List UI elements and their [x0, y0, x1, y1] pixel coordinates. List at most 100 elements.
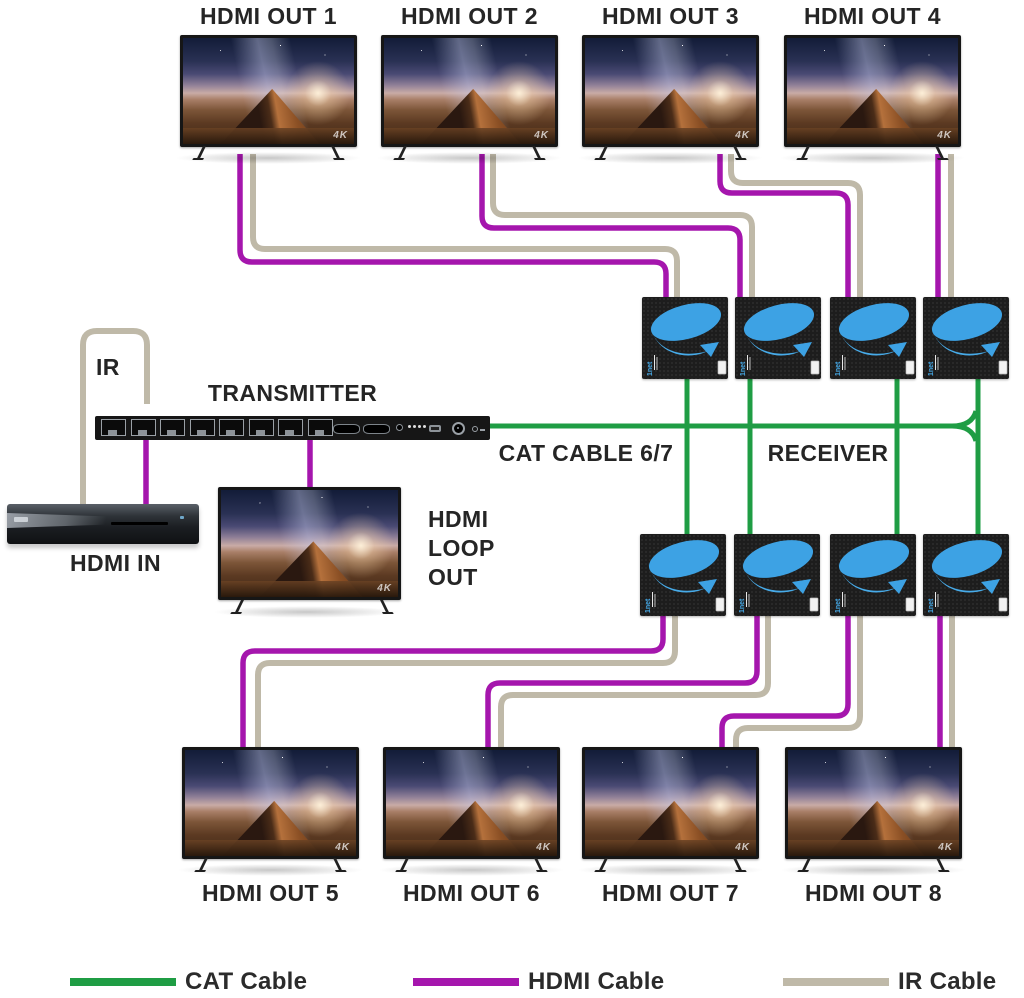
disc-tray	[110, 522, 169, 526]
usb-port	[429, 425, 441, 432]
receiver-badge	[810, 360, 820, 375]
receiver-badge	[905, 597, 915, 612]
mountain-art	[622, 88, 722, 144]
mountain-art	[423, 800, 523, 856]
receiver-artwork: 1net	[647, 303, 727, 376]
receiver-logo: 1net	[740, 361, 747, 376]
tv-screen: 4K	[386, 750, 557, 856]
legend-item-cat: CAT Cable	[70, 968, 307, 996]
hdmi-loop-out-label: HDMI LOOP OUT	[428, 506, 495, 590]
hdmi-cable-tv7	[717, 615, 853, 748]
rj45-port	[307, 419, 333, 436]
hdmi-cable-tv3	[715, 154, 853, 298]
ir-label: IR	[96, 354, 120, 380]
receiver-artwork: 1net	[740, 303, 820, 376]
mountain-art	[222, 800, 322, 856]
dc-jack	[452, 422, 465, 435]
receiver-logo: 1net	[928, 361, 935, 376]
hdmi-cable-tv5	[238, 615, 668, 748]
receiver-artwork: 1net	[928, 303, 1008, 376]
hdmi-cable-tv2	[477, 154, 745, 298]
receiver-badge	[717, 360, 727, 375]
ir-cable-swatch	[783, 978, 889, 986]
tv-screen: 4K	[585, 38, 756, 144]
mountain-art	[825, 800, 925, 856]
4k-badge: 4K	[377, 583, 392, 594]
receiver-badge	[809, 597, 819, 612]
tv-frame: 4K	[381, 35, 558, 147]
power-switch	[472, 426, 485, 432]
ridge-art	[788, 840, 959, 856]
tv-hdmi-out-1: HDMI OUT 1 4K	[174, 3, 363, 164]
tv-shadow	[377, 864, 566, 876]
rj45-port	[219, 419, 244, 436]
tv-screen: 4K	[788, 750, 959, 856]
hdmi-cable-tv6	[483, 615, 762, 748]
tv-frame: 4K	[784, 35, 961, 147]
cat-cable-trunk	[490, 410, 979, 442]
tv-shadow	[375, 152, 564, 164]
receiver-artwork: 1net	[835, 303, 915, 376]
receiver-artwork: 1net	[739, 540, 819, 613]
rj45-port	[101, 419, 126, 436]
tv-hdmi-out-8: HDMI OUT 8 4K	[779, 747, 968, 906]
tv-shadow	[779, 864, 968, 876]
rj45-port	[278, 419, 303, 436]
tv-screen: 4K	[787, 38, 958, 144]
ir-cable-transmitter-loop	[77, 325, 153, 512]
receiver-logo: 1net	[739, 598, 746, 613]
receiver-badge	[715, 597, 725, 612]
ir-cable-tv1	[247, 154, 683, 298]
player-accent	[7, 513, 138, 528]
tv-shadow	[576, 864, 765, 876]
legend-label: HDMI Cable	[528, 968, 665, 995]
ir-cable-tv2	[487, 154, 758, 298]
cat-cable-swatch	[70, 978, 176, 986]
ridge-art	[585, 840, 756, 856]
4k-badge: 4K	[735, 130, 750, 141]
tv-label: HDMI OUT 5	[202, 880, 339, 906]
receiver-logo: 1net	[928, 598, 935, 613]
tv-label: HDMI OUT 3	[602, 3, 739, 29]
rj45-port	[248, 419, 274, 436]
tv-hdmi-out-7: HDMI OUT 7 4K	[576, 747, 765, 906]
receiver-label: RECEIVER	[767, 440, 889, 466]
tv-label: HDMI OUT 8	[805, 880, 942, 906]
ir-cable-tv3	[725, 154, 866, 298]
receiver-badge	[905, 360, 915, 375]
receiver-1: 1net	[642, 297, 728, 379]
receiver-8: 1net	[923, 534, 1009, 616]
receiver-artwork: 1net	[835, 540, 915, 613]
tv-label: HDMI OUT 4	[804, 3, 941, 29]
ir-cable-tv5	[252, 615, 681, 748]
ir-jack	[396, 424, 403, 431]
mountain-art	[220, 88, 320, 144]
tv-hdmi-out-2: HDMI OUT 2 4K	[375, 3, 564, 164]
tv-screen: 4K	[221, 490, 398, 597]
hdmi-source-player	[7, 504, 199, 544]
receiver-4: 1net	[923, 297, 1009, 379]
mountain-art	[824, 88, 924, 144]
legend-item-ir: IR Cable	[783, 968, 996, 996]
ridge-art	[221, 580, 398, 597]
tv-shadow	[176, 864, 365, 876]
tv-frame: 4K	[785, 747, 962, 859]
tv-frame: 4K	[383, 747, 560, 859]
ir-cable-tv7	[730, 615, 866, 748]
tv-label: HDMI OUT 7	[602, 880, 739, 906]
tv-hdmi-out-6: HDMI OUT 6 4K	[377, 747, 566, 906]
receiver-artwork: 1net	[928, 540, 1008, 613]
player-logo	[14, 517, 28, 522]
tv-screen: 4K	[185, 750, 356, 856]
4k-badge: 4K	[938, 842, 953, 853]
receiver-logo: 1net	[835, 598, 842, 613]
ridge-art	[787, 128, 958, 144]
tv-label: HDMI OUT 2	[401, 3, 538, 29]
tv-label: HDMI OUT 6	[403, 880, 540, 906]
tv-hdmi-loop-out: 4K	[212, 487, 401, 618]
4k-badge: 4K	[735, 842, 750, 853]
4k-badge: 4K	[335, 842, 350, 853]
tv-screen: 4K	[183, 38, 354, 144]
